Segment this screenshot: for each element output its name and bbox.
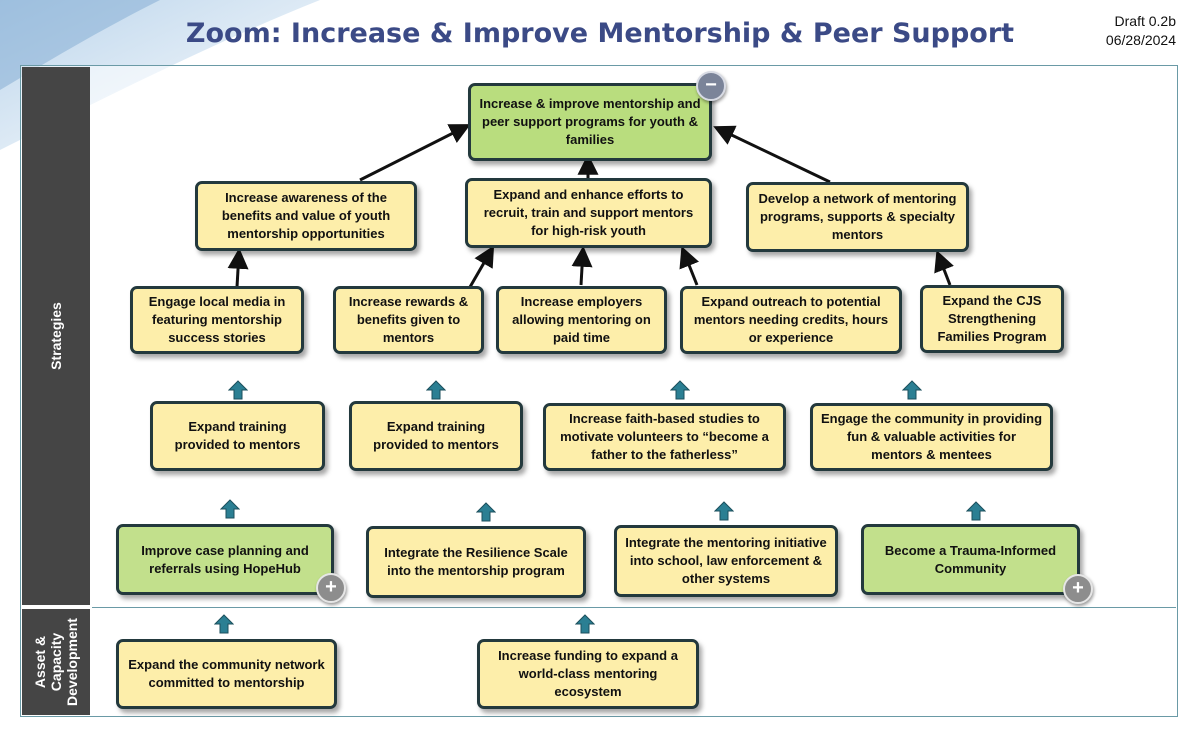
asset-label-line2: Capacity [48,632,64,692]
node-increase-funding-label: Increase funding to expand a world-class… [498,648,678,699]
node-faith-based-studies-label: Increase faith-based studies to motivate… [560,411,769,462]
node-hopehub[interactable]: Improve case planning and referrals usin… [116,524,334,595]
node-expand-cjs[interactable]: Expand the CJS Strengthening Families Pr… [920,285,1064,353]
asset-label: Asset & Capacity Development [32,612,80,712]
node-expand-cjs-label: Expand the CJS Strengthening Families Pr… [937,293,1047,344]
node-engage-media-label: Engage local media in featuring mentorsh… [148,294,286,345]
goal-node-label: Increase & improve mentorship and peer s… [479,96,701,147]
node-develop-network-label: Develop a network of mentoring programs,… [758,191,957,242]
node-increase-rewards-label: Increase rewards & benefits given to men… [348,294,469,345]
draft-version: Draft 0.2b [1114,13,1176,29]
node-expand-training-2[interactable]: Expand training provided to mentors [349,401,523,471]
node-trauma-informed-label: Become a Trauma-Informed Community [884,542,1057,576]
node-expand-training-1-label: Expand training provided to mentors [174,419,301,452]
strategies-sidebar: Strategies [22,67,90,605]
up-arrow-icon [714,501,734,521]
node-expand-recruit-label: Expand and enhance efforts to recruit, t… [483,187,694,238]
node-expand-training-1[interactable]: Expand training provided to mentors [150,401,325,471]
node-expand-community-network[interactable]: Expand the community network committed t… [116,639,337,709]
goal-node[interactable]: Increase & improve mentorship and peer s… [468,83,712,161]
draft-info: Draft 0.2b 06/28/2024 [1106,12,1176,50]
up-arrow-icon [228,380,248,400]
diagram-panel [20,65,1178,717]
up-arrow-icon [902,380,922,400]
asset-label-line3: Development [64,618,80,706]
node-hopehub-label: Improve case planning and referrals usin… [141,542,309,576]
node-trauma-informed[interactable]: Become a Trauma-Informed Community [861,524,1080,595]
node-increase-awareness[interactable]: Increase awareness of the benefits and v… [195,181,417,251]
node-integrate-systems[interactable]: Integrate the mentoring initiative into … [614,525,838,597]
up-arrow-icon [220,499,240,519]
up-arrow-icon [966,501,986,521]
expand-plus-badge-hopehub[interactable]: + [316,573,346,603]
node-develop-network[interactable]: Develop a network of mentoring programs,… [746,182,969,252]
node-expand-outreach[interactable]: Expand outreach to potential mentors nee… [680,286,902,354]
strategies-label: Strategies [48,302,64,370]
up-arrow-icon [476,502,496,522]
node-engage-community[interactable]: Engage the community in providing fun & … [810,403,1053,471]
node-resilience-scale-label: Integrate the Resilience Scale into the … [384,545,568,578]
node-expand-outreach-label: Expand outreach to potential mentors nee… [693,294,889,345]
page-title: Zoom: Increase & Improve Mentorship & Pe… [185,18,1015,49]
asset-sidebar: Asset & Capacity Development [22,609,90,715]
draft-date: 06/28/2024 [1105,32,1176,48]
section-divider [92,607,1176,608]
node-faith-based-studies[interactable]: Increase faith-based studies to motivate… [543,403,786,471]
node-expand-training-2-label: Expand training provided to mentors [373,419,499,452]
node-expand-recruit[interactable]: Expand and enhance efforts to recruit, t… [465,178,712,248]
node-engage-media[interactable]: Engage local media in featuring mentorsh… [130,286,304,354]
node-increase-employers[interactable]: Increase employers allowing mentoring on… [496,286,667,354]
node-increase-funding[interactable]: Increase funding to expand a world-class… [477,639,699,709]
up-arrow-icon [214,614,234,634]
node-engage-community-label: Engage the community in providing fun & … [821,411,1043,462]
asset-label-line1: Asset & [32,635,48,689]
up-arrow-icon [426,380,446,400]
node-expand-community-network-label: Expand the community network committed t… [128,657,325,690]
up-arrow-icon [575,614,595,634]
expand-plus-badge-trauma[interactable]: + [1063,574,1093,604]
up-arrow-icon [670,380,690,400]
node-increase-rewards[interactable]: Increase rewards & benefits given to men… [333,286,484,354]
node-integrate-systems-label: Integrate the mentoring initiative into … [625,535,827,586]
node-increase-awareness-label: Increase awareness of the benefits and v… [221,190,391,241]
node-increase-employers-label: Increase employers allowing mentoring on… [512,294,651,345]
node-resilience-scale[interactable]: Integrate the Resilience Scale into the … [366,526,586,598]
collapse-minus-badge[interactable]: − [696,71,726,101]
